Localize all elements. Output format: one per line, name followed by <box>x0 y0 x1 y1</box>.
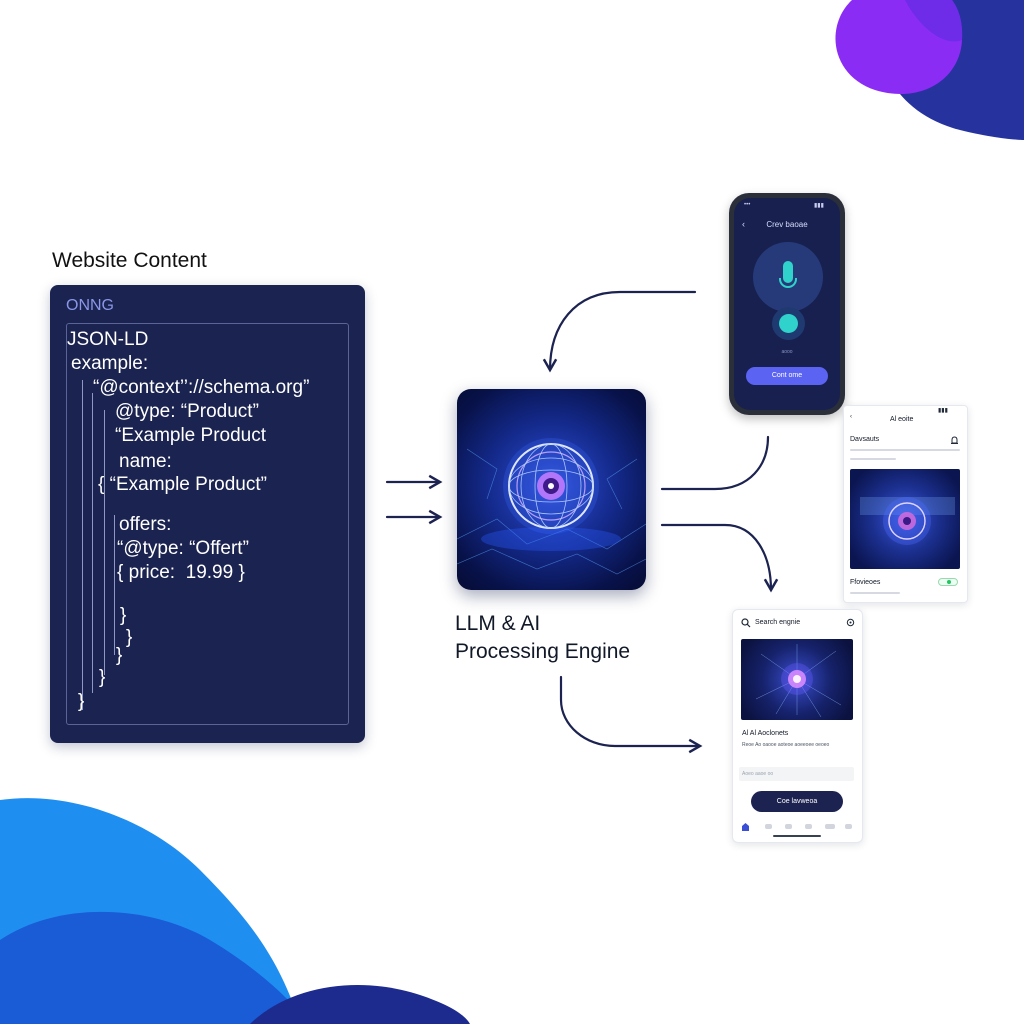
code-line: } <box>116 645 123 666</box>
arrow-phone-up <box>660 435 770 491</box>
placeholder-text-bar <box>850 592 900 594</box>
continue-button[interactable]: Cont ome <box>746 367 828 385</box>
arrow-to-phone <box>542 290 697 373</box>
nav-item-icon[interactable] <box>825 824 835 829</box>
placeholder-text-bar <box>850 458 896 460</box>
code-line: name: <box>119 451 172 472</box>
ai-network-image <box>741 639 853 720</box>
code-line: } <box>120 605 127 626</box>
result-description: Reoe Ao oaooe aoteoe aoeeoee oeoeo <box>742 742 830 748</box>
card-title: Al eoite <box>890 416 914 423</box>
section-title: Website Content <box>52 249 207 272</box>
code-line: example: <box>71 353 149 374</box>
code-line: “Example Product <box>115 425 267 446</box>
text-field-value: Aoeo aaoe oo <box>742 771 774 777</box>
code-panel-header: ONNG <box>66 297 114 314</box>
indent-guide <box>82 380 83 710</box>
feature-toggle[interactable] <box>938 578 958 586</box>
phone-title: Crev baoae <box>766 220 808 229</box>
nav-item-icon[interactable] <box>785 824 792 829</box>
primary-action-button[interactable]: Coe lavweoa <box>751 791 843 812</box>
microphone-button[interactable] <box>753 242 823 312</box>
ai-orb-image <box>850 469 960 569</box>
ai-result-card: ‹ ▮▮▮ Al eoite Davsauts Ffovieoes <box>843 405 968 603</box>
card-footer-label: Ffovieoes <box>850 579 881 586</box>
code-line: } <box>126 627 133 648</box>
nav-item-icon[interactable] <box>805 824 812 829</box>
code-frame <box>66 323 349 725</box>
bottom-navigation <box>733 818 862 838</box>
engine-title: LLM & AI Processing Engine <box>455 610 630 666</box>
back-arrow-icon[interactable]: ‹ <box>742 219 745 229</box>
code-line: { “Example Product” <box>98 474 267 495</box>
phone-caption: aooo <box>781 349 793 355</box>
arrow-to-card1 <box>660 523 779 593</box>
code-line: @type: “Product” <box>115 401 259 422</box>
record-icon <box>779 314 798 333</box>
code-line: “@context’’://schema.org” <box>93 377 310 398</box>
code-line: offers: <box>119 514 172 535</box>
code-panel: ONNG JSON-LD example: “@context’’://sche… <box>50 285 365 743</box>
home-icon[interactable] <box>741 822 750 832</box>
code-line: } <box>99 667 106 688</box>
arrow-to-card2 <box>559 675 703 754</box>
card-subtitle: Davsauts <box>850 436 880 443</box>
home-indicator <box>773 835 821 837</box>
engine-title-line2: Processing Engine <box>455 640 631 663</box>
back-arrow-icon[interactable]: ‹ <box>850 414 852 420</box>
record-button[interactable] <box>772 307 805 340</box>
engine-title-line1: LLM & AI <box>455 612 541 635</box>
code-line: JSON-LD <box>67 329 149 350</box>
status-time-icon: ••• <box>744 202 751 208</box>
voice-assistant-phone: ••• ▮▮▮ ‹ Crev baoae aooo Cont ome <box>729 193 845 415</box>
code-line: } <box>78 691 85 712</box>
code-line: “@type: “Offert” <box>117 538 249 559</box>
divider <box>850 449 960 451</box>
indent-guide <box>92 393 93 693</box>
status-signal-icon: ▮▮▮ <box>814 203 824 209</box>
indent-guide <box>104 410 105 675</box>
toggle-knob <box>947 580 951 584</box>
nav-item-icon[interactable] <box>845 824 852 829</box>
search-icon[interactable] <box>741 618 751 628</box>
search-label: Search engnie <box>755 619 801 626</box>
ai-engine-image <box>457 389 646 590</box>
search-engine-card: Search engnie Al Al Aoclonets Reoe Ao oa… <box>732 609 863 843</box>
status-signal-icon: ▮▮▮ <box>938 408 948 414</box>
code-line: { price: 19.99 } <box>117 562 245 583</box>
phone-screen: ••• ▮▮▮ ‹ Crev baoae aooo Cont ome <box>734 198 840 410</box>
bell-icon[interactable] <box>950 436 959 445</box>
result-heading: Al Al Aoclonets <box>742 730 789 737</box>
nav-item-icon[interactable] <box>765 824 772 829</box>
indent-guide <box>114 515 115 655</box>
microphone-icon <box>783 261 793 283</box>
microphone-stand <box>779 278 797 288</box>
text-field[interactable]: Aoeo aaoe oo <box>739 767 854 781</box>
settings-icon[interactable] <box>846 618 855 627</box>
neural-orb-icon <box>457 438 646 575</box>
